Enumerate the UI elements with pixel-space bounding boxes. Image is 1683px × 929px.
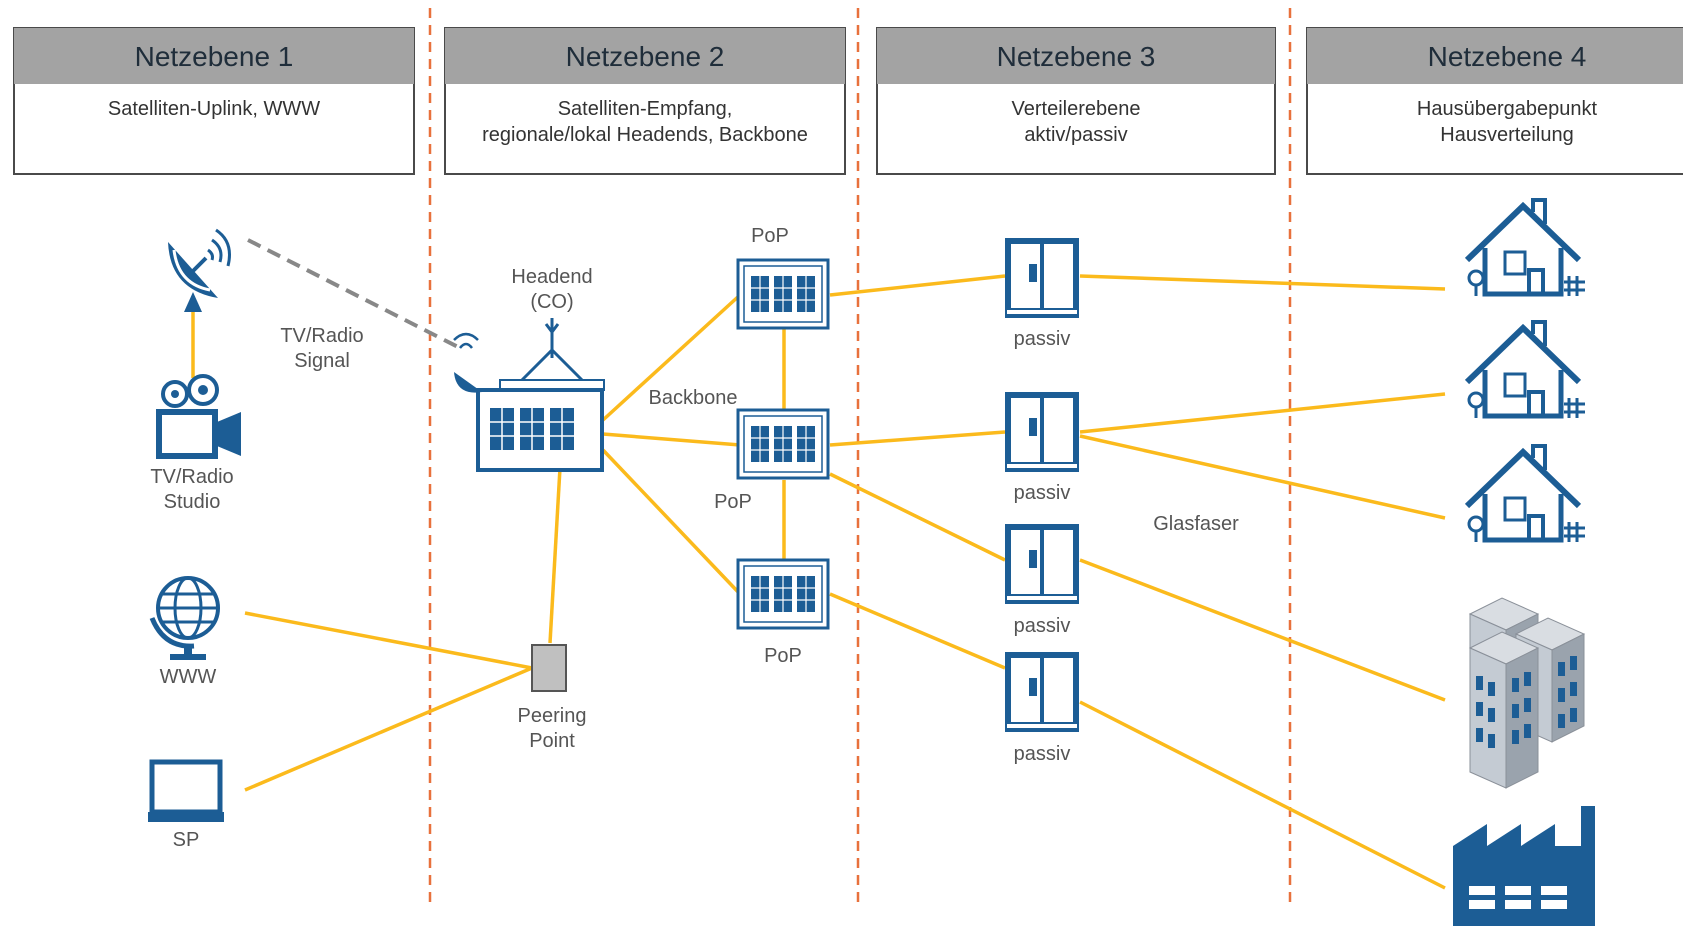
satellite-dish-icon: [168, 228, 231, 312]
server-rack-icon: [736, 408, 830, 480]
server-rack-icon: [736, 558, 830, 630]
cabinet-icon: [1005, 392, 1079, 472]
level-description: Hausübergabepunkt: [1417, 98, 1598, 120]
peering-label: Peering: [518, 705, 587, 727]
level-title: Netzebene 2: [566, 41, 725, 72]
house-icon: [1467, 322, 1585, 418]
www-label: WWW: [160, 666, 217, 688]
passiv-label: passiv: [1014, 328, 1071, 350]
passiv-label: passiv: [1014, 482, 1071, 504]
level-header-4: Netzebene 4 Hausübergabepunkt Hausvertei…: [1306, 27, 1683, 175]
level-description: Hausverteilung: [1440, 124, 1573, 146]
level-description: Satelliten-Empfang,: [558, 98, 733, 120]
laptop-icon: [148, 759, 224, 822]
sp-label: SP: [173, 829, 200, 851]
pop-label: PoP: [751, 225, 789, 247]
level-title: Netzebene 3: [997, 41, 1156, 72]
cabinet-icon: [1005, 238, 1079, 318]
office-building-icon: [1468, 597, 1586, 789]
level-dividers: [428, 8, 1292, 905]
level-description: regionale/lokal Headends, Backbone: [482, 124, 808, 146]
passiv-label: passiv: [1014, 615, 1071, 637]
peering-point-icon: [531, 644, 567, 692]
globe-icon: [149, 576, 220, 660]
headend-label: (CO): [530, 291, 573, 313]
level-header-1: Netzebene 1 Satelliten-Uplink, WWW: [13, 27, 415, 175]
headend-building-icon: [453, 318, 605, 472]
pop-label: PoP: [764, 645, 802, 667]
level-description: Verteilerebene: [1012, 98, 1141, 120]
studio-label: TV/Radio: [150, 466, 233, 488]
level-header-2: Netzebene 2 Satelliten-Empfang, regional…: [444, 27, 846, 175]
backbone-label: Backbone: [649, 387, 738, 409]
signal-label: Signal: [294, 350, 350, 372]
level-description: aktiv/passiv: [1024, 124, 1127, 146]
connection-lines: [191, 238, 1446, 890]
camera-icon: [156, 374, 241, 459]
cabinet-icon: [1005, 652, 1079, 732]
passiv-label: passiv: [1014, 743, 1071, 765]
level-title: Netzebene 1: [135, 41, 294, 72]
glasfaser-label: Glasfaser: [1153, 513, 1239, 535]
signal-label: TV/Radio: [280, 325, 363, 347]
level-header-3: Netzebene 3 Verteilerebene aktiv/passiv: [876, 27, 1276, 175]
house-icon: [1467, 200, 1585, 296]
cabinet-icon: [1005, 524, 1079, 604]
studio-label: Studio: [164, 491, 221, 513]
headend-label: Headend: [511, 266, 592, 288]
house-icon: [1467, 446, 1585, 542]
pop-label: PoP: [714, 491, 752, 513]
server-rack-icon: [736, 258, 830, 330]
factory-icon: [1453, 806, 1595, 926]
level-description: Satelliten-Uplink, WWW: [108, 98, 320, 120]
level-title: Netzebene 4: [1428, 41, 1587, 72]
peering-label: Point: [529, 730, 575, 752]
